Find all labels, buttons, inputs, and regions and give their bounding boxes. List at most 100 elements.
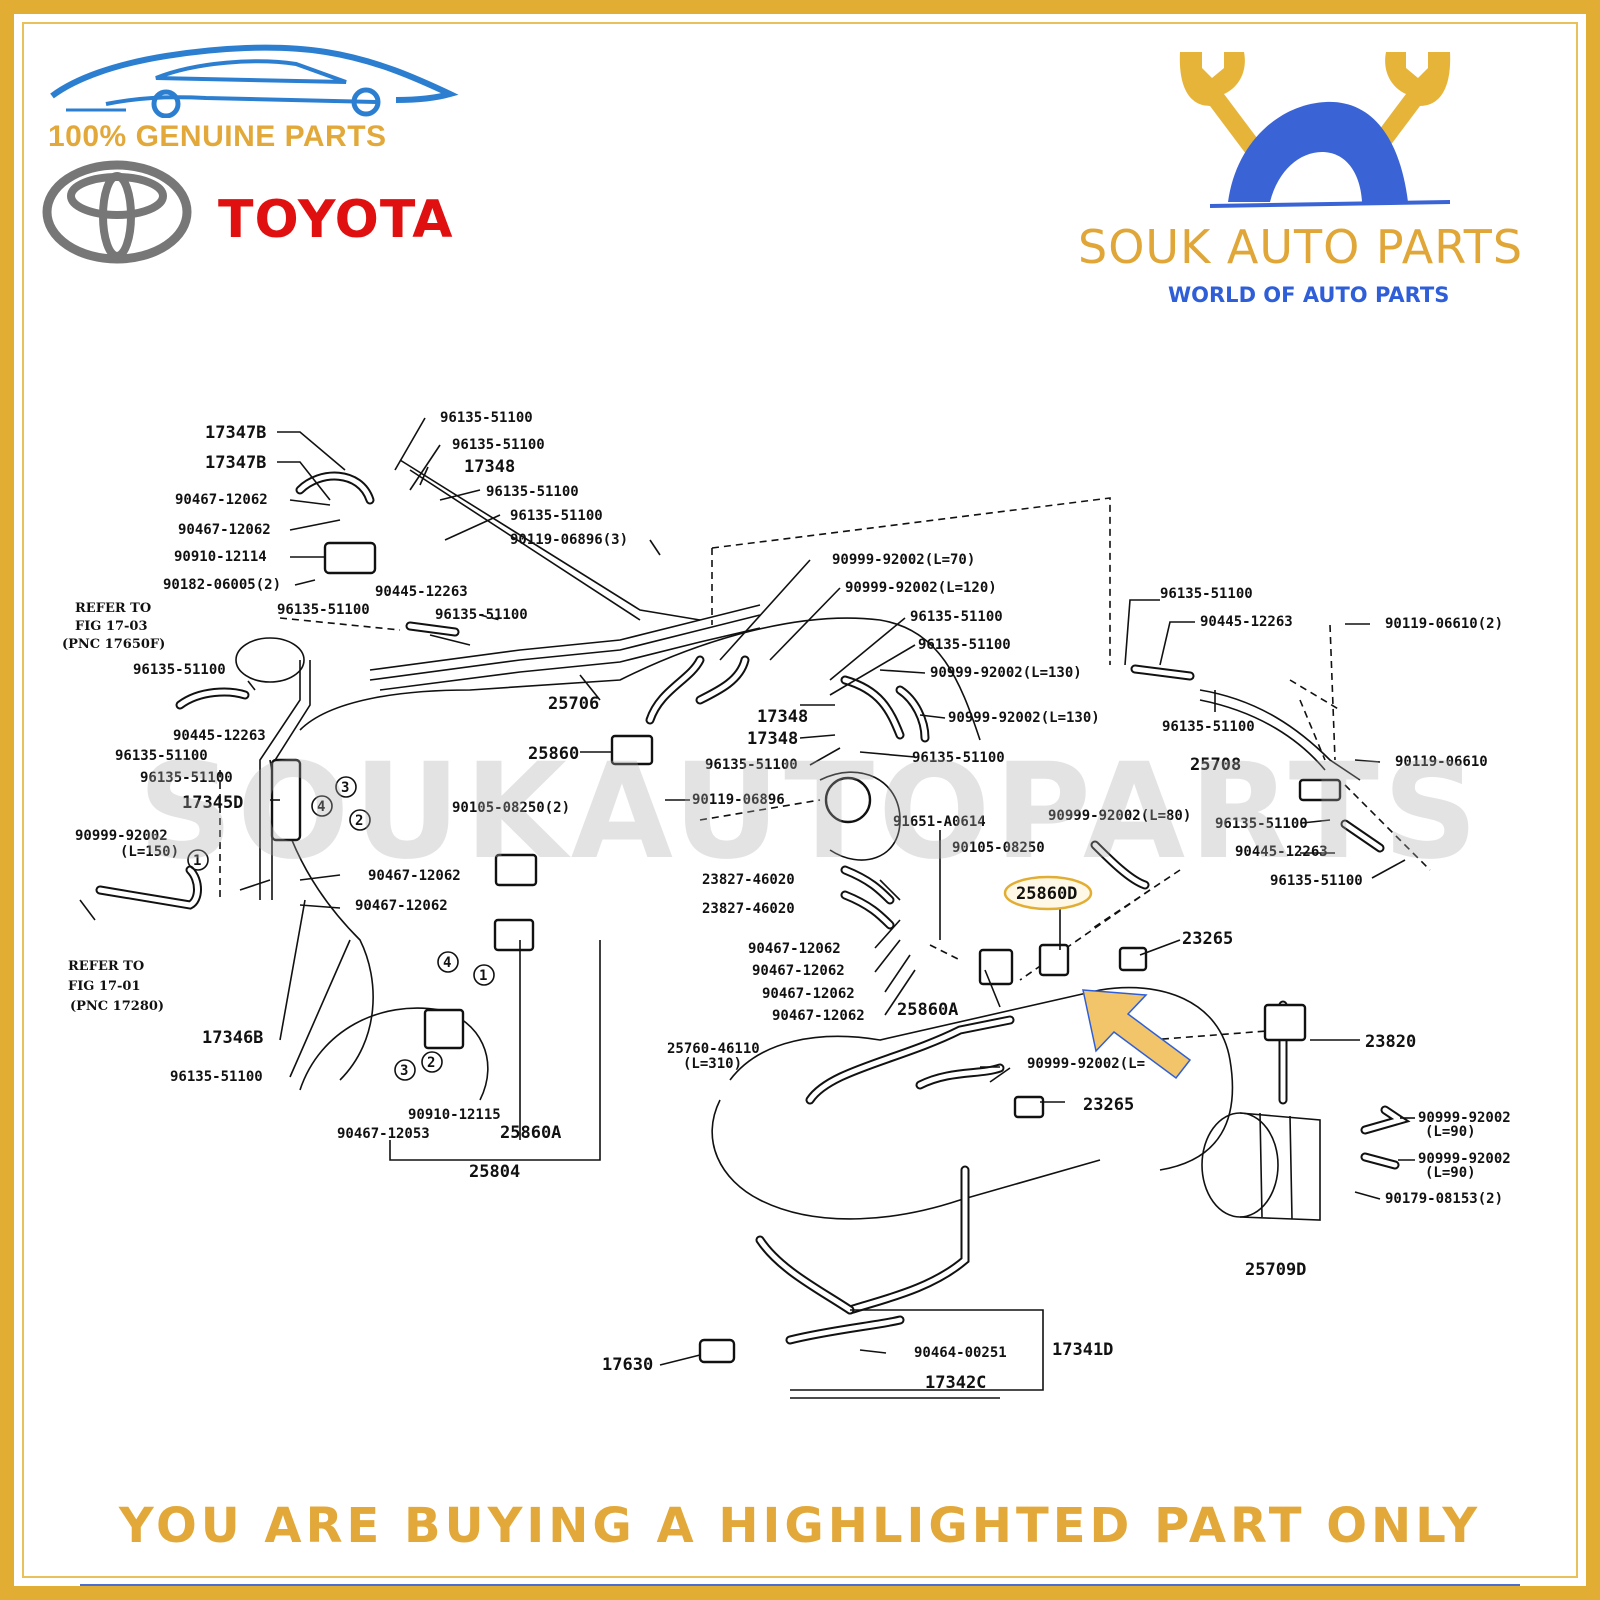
label-96135-51100-k: 96135-51100 bbox=[910, 609, 1003, 625]
label-23265-b: 23265 bbox=[1083, 1095, 1134, 1115]
callout-1b: 1 bbox=[479, 968, 487, 984]
highlight-arrow-icon bbox=[1082, 989, 1192, 1080]
label-90999-92002-c: 90999-92002 bbox=[1418, 1110, 1511, 1126]
label-17348-a: 17348 bbox=[464, 457, 515, 477]
label-90999-92002-b: 90999-92002(L= bbox=[1027, 1056, 1145, 1072]
toyota-emblem-icon bbox=[42, 160, 192, 264]
label-90119-06610: 90119-06610 bbox=[1395, 754, 1488, 770]
label-17346b: 17346B bbox=[202, 1028, 263, 1048]
label-96135-51100-d: 96135-51100 bbox=[510, 508, 603, 524]
label-25860a-a: 25860A bbox=[500, 1123, 561, 1143]
label-90182-06005: 90182-06005(2) bbox=[163, 577, 281, 593]
label-17341d: 17341D bbox=[1052, 1340, 1113, 1360]
toyota-brand-label: TOYOTA bbox=[218, 190, 454, 250]
label-17630: 17630 bbox=[602, 1355, 653, 1375]
label-90467-12062-e: 90467-12062 bbox=[748, 941, 841, 957]
engine-outline-drawing bbox=[235, 617, 1321, 1221]
label-90179-08153: 90179-08153(2) bbox=[1385, 1191, 1503, 1207]
label-23820: 23820 bbox=[1365, 1032, 1416, 1052]
label-96135-51100-f: 96135-51100 bbox=[435, 607, 528, 623]
inner-frame-line bbox=[22, 22, 1578, 1578]
label-25760-46110: 25760-46110 bbox=[667, 1041, 760, 1057]
label-23827-46020-b: 23827-46020 bbox=[702, 901, 795, 917]
souk-logo-icon bbox=[1179, 52, 1451, 208]
leader-lines bbox=[79, 417, 1415, 1399]
label-90467-12062-f: 90467-12062 bbox=[752, 963, 845, 979]
label-90445-12263-a: 90445-12263 bbox=[375, 584, 468, 600]
callout-3b: 3 bbox=[400, 1063, 408, 1079]
label-90464-00251: 90464-00251 bbox=[914, 1345, 1007, 1361]
label-96135-51100-l: 96135-51100 bbox=[918, 637, 1011, 653]
label-17342c: 17342C bbox=[925, 1373, 986, 1393]
label-96135-51100-r: 96135-51100 bbox=[1270, 873, 1363, 889]
label-96135-51100-j: 96135-51100 bbox=[170, 1069, 263, 1085]
label-23265-a: 23265 bbox=[1182, 929, 1233, 949]
car-logo-icon bbox=[50, 44, 459, 118]
label-17348-b: 17348 bbox=[757, 707, 808, 727]
refer-to-2-line2: FIG 17-01 bbox=[68, 979, 141, 994]
shop-tagline-label: WORLD OF AUTO PARTS bbox=[1168, 283, 1450, 307]
label-90999-92002-d: 90999-92002 bbox=[1418, 1151, 1511, 1167]
label-96135-51100-i: 96135-51100 bbox=[140, 770, 233, 786]
part-number-labels: 17347B 17347B 96135-51100 96135-51100 17… bbox=[62, 410, 1511, 1393]
hoses-drawing bbox=[95, 471, 1411, 1345]
label-90467-12062-a: 90467-12062 bbox=[175, 492, 268, 508]
label-96135-51100-h: 96135-51100 bbox=[115, 748, 208, 764]
label-90467-12062-g: 90467-12062 bbox=[762, 986, 855, 1002]
callout-2: 2 bbox=[355, 813, 363, 829]
label-17347b-1: 17347B bbox=[205, 423, 266, 443]
label-96135-51100-g: 96135-51100 bbox=[133, 662, 226, 678]
label-90105-08250-2: 90105-08250(2) bbox=[452, 800, 570, 816]
label-25860d-highlighted: 25860D bbox=[1016, 884, 1077, 904]
callout-circles: 1 2 3 4 4 2 1 3 bbox=[187, 776, 495, 1081]
label-25860a-b: 25860A bbox=[897, 1000, 958, 1020]
label-96135-51100-q: 96135-51100 bbox=[1215, 816, 1308, 832]
label-90445-12263-c: 90445-12263 bbox=[1200, 614, 1293, 630]
label-25709d: 25709D bbox=[1245, 1260, 1306, 1280]
label-l310: (L=310) bbox=[683, 1056, 742, 1072]
dashed-connections bbox=[219, 497, 1431, 1041]
label-90467-12062-d: 90467-12062 bbox=[355, 898, 448, 914]
callout-1: 1 bbox=[193, 853, 201, 869]
label-90999-92002-l130b: 90999-92002(L=130) bbox=[948, 710, 1100, 726]
label-96135-51100-o: 96135-51100 bbox=[1160, 586, 1253, 602]
refer-to-1-line2: FIG 17-03 bbox=[75, 619, 148, 634]
label-96135-51100-e: 96135-51100 bbox=[277, 602, 370, 618]
label-90105-08250: 90105-08250 bbox=[952, 840, 1045, 856]
label-l90-b: (L=90) bbox=[1425, 1165, 1476, 1181]
label-96135-51100-n: 96135-51100 bbox=[912, 750, 1005, 766]
label-96135-51100-m: 96135-51100 bbox=[705, 757, 798, 773]
label-17348-c: 17348 bbox=[747, 729, 798, 749]
label-25860: 25860 bbox=[528, 744, 579, 764]
refer-to-1-line1: REFER TO bbox=[75, 601, 151, 616]
refer-to-2-line1: REFER TO bbox=[68, 959, 144, 974]
highlight-ring bbox=[1003, 875, 1093, 911]
footer-underline bbox=[80, 1584, 1520, 1586]
refer-to-2-line3: (PNC 17280) bbox=[70, 999, 164, 1014]
label-91651-a0614: 91651-A0614 bbox=[893, 814, 986, 830]
label-90467-12062-h: 90467-12062 bbox=[772, 1008, 865, 1024]
label-25708: 25708 bbox=[1190, 755, 1241, 775]
callout-2b: 2 bbox=[427, 1055, 435, 1071]
refer-to-1-line3: (PNC 17650F) bbox=[62, 637, 165, 652]
footer-notice: YOU ARE BUYING A HIGHLIGHTED PART ONLY bbox=[118, 1498, 1482, 1554]
label-90999-92002-l120: 90999-92002(L=120) bbox=[845, 580, 997, 596]
label-90119-06610-2: 90119-06610(2) bbox=[1385, 616, 1503, 632]
label-90999-92002-l70: 90999-92002(L=70) bbox=[832, 552, 975, 568]
label-l90-a: (L=90) bbox=[1425, 1124, 1476, 1140]
label-90467-12053: 90467-12053 bbox=[337, 1126, 430, 1142]
components-drawing bbox=[270, 541, 1342, 1364]
label-90467-12062-c: 90467-12062 bbox=[368, 868, 461, 884]
label-17345d: 17345D bbox=[182, 793, 243, 813]
label-90999-92002-a: 90999-92002 bbox=[75, 828, 168, 844]
label-23827-46020-a: 23827-46020 bbox=[702, 872, 795, 888]
genuine-parts-label: 100% GENUINE PARTS bbox=[48, 120, 387, 153]
label-90119-06896-3: 90119-06896(3) bbox=[510, 532, 628, 548]
callout-4b: 4 bbox=[443, 955, 451, 971]
label-96135-51100-b: 96135-51100 bbox=[452, 437, 545, 453]
label-25706: 25706 bbox=[548, 694, 599, 714]
shop-name-label: SOUK AUTO PARTS bbox=[1078, 220, 1524, 274]
label-90119-06896: 90119-06896 bbox=[692, 792, 785, 808]
